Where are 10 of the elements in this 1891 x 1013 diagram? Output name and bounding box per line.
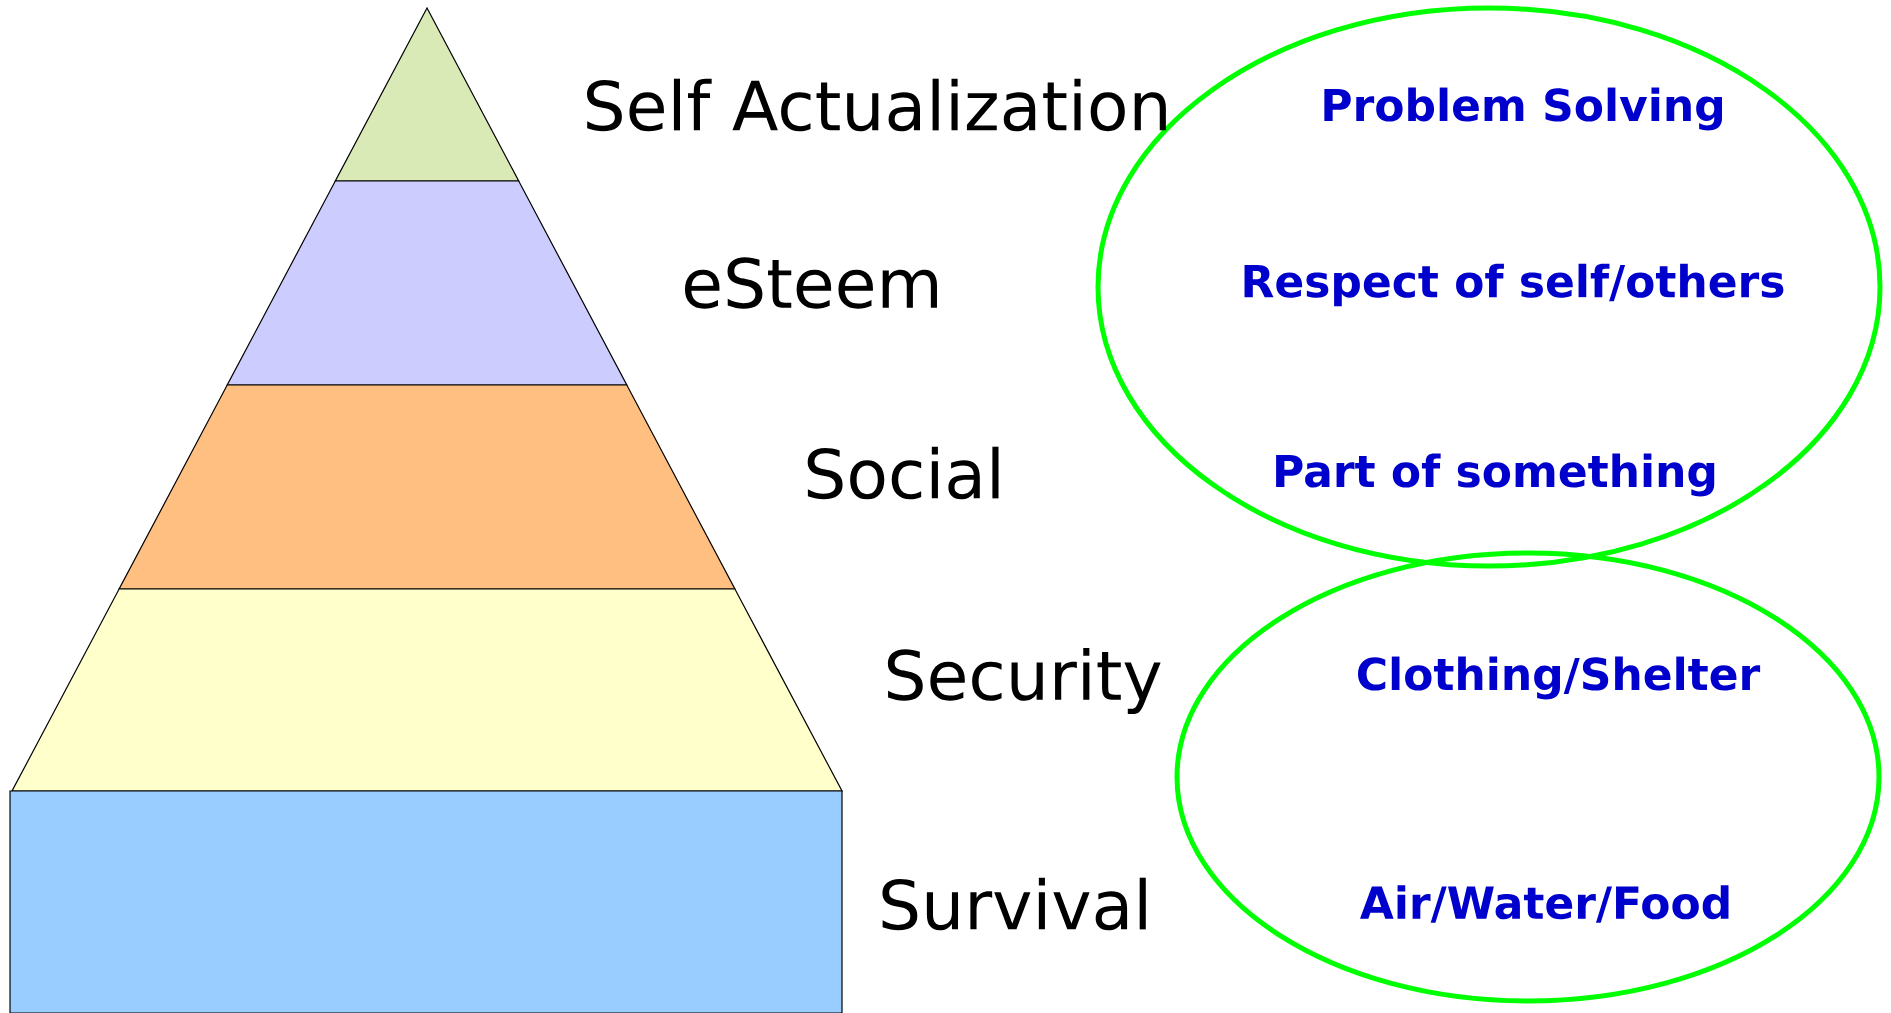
level-label: Security	[887, 648, 1161, 714]
ellipse-text: Respect of self/others	[1244, 263, 1784, 307]
ellipse-text: Problem Solving	[1324, 87, 1722, 131]
level-label: Survival	[882, 877, 1146, 931]
level-label: Self Actualization	[587, 78, 1166, 132]
ellipse-text: Clothing/Shelter	[1358, 656, 1761, 700]
level-label: eSteem	[684, 257, 937, 309]
ellipse-text: Part of something	[1276, 453, 1715, 497]
level-label: Social	[807, 446, 999, 500]
ellipse-text: Air/Water/Food	[1360, 885, 1729, 923]
